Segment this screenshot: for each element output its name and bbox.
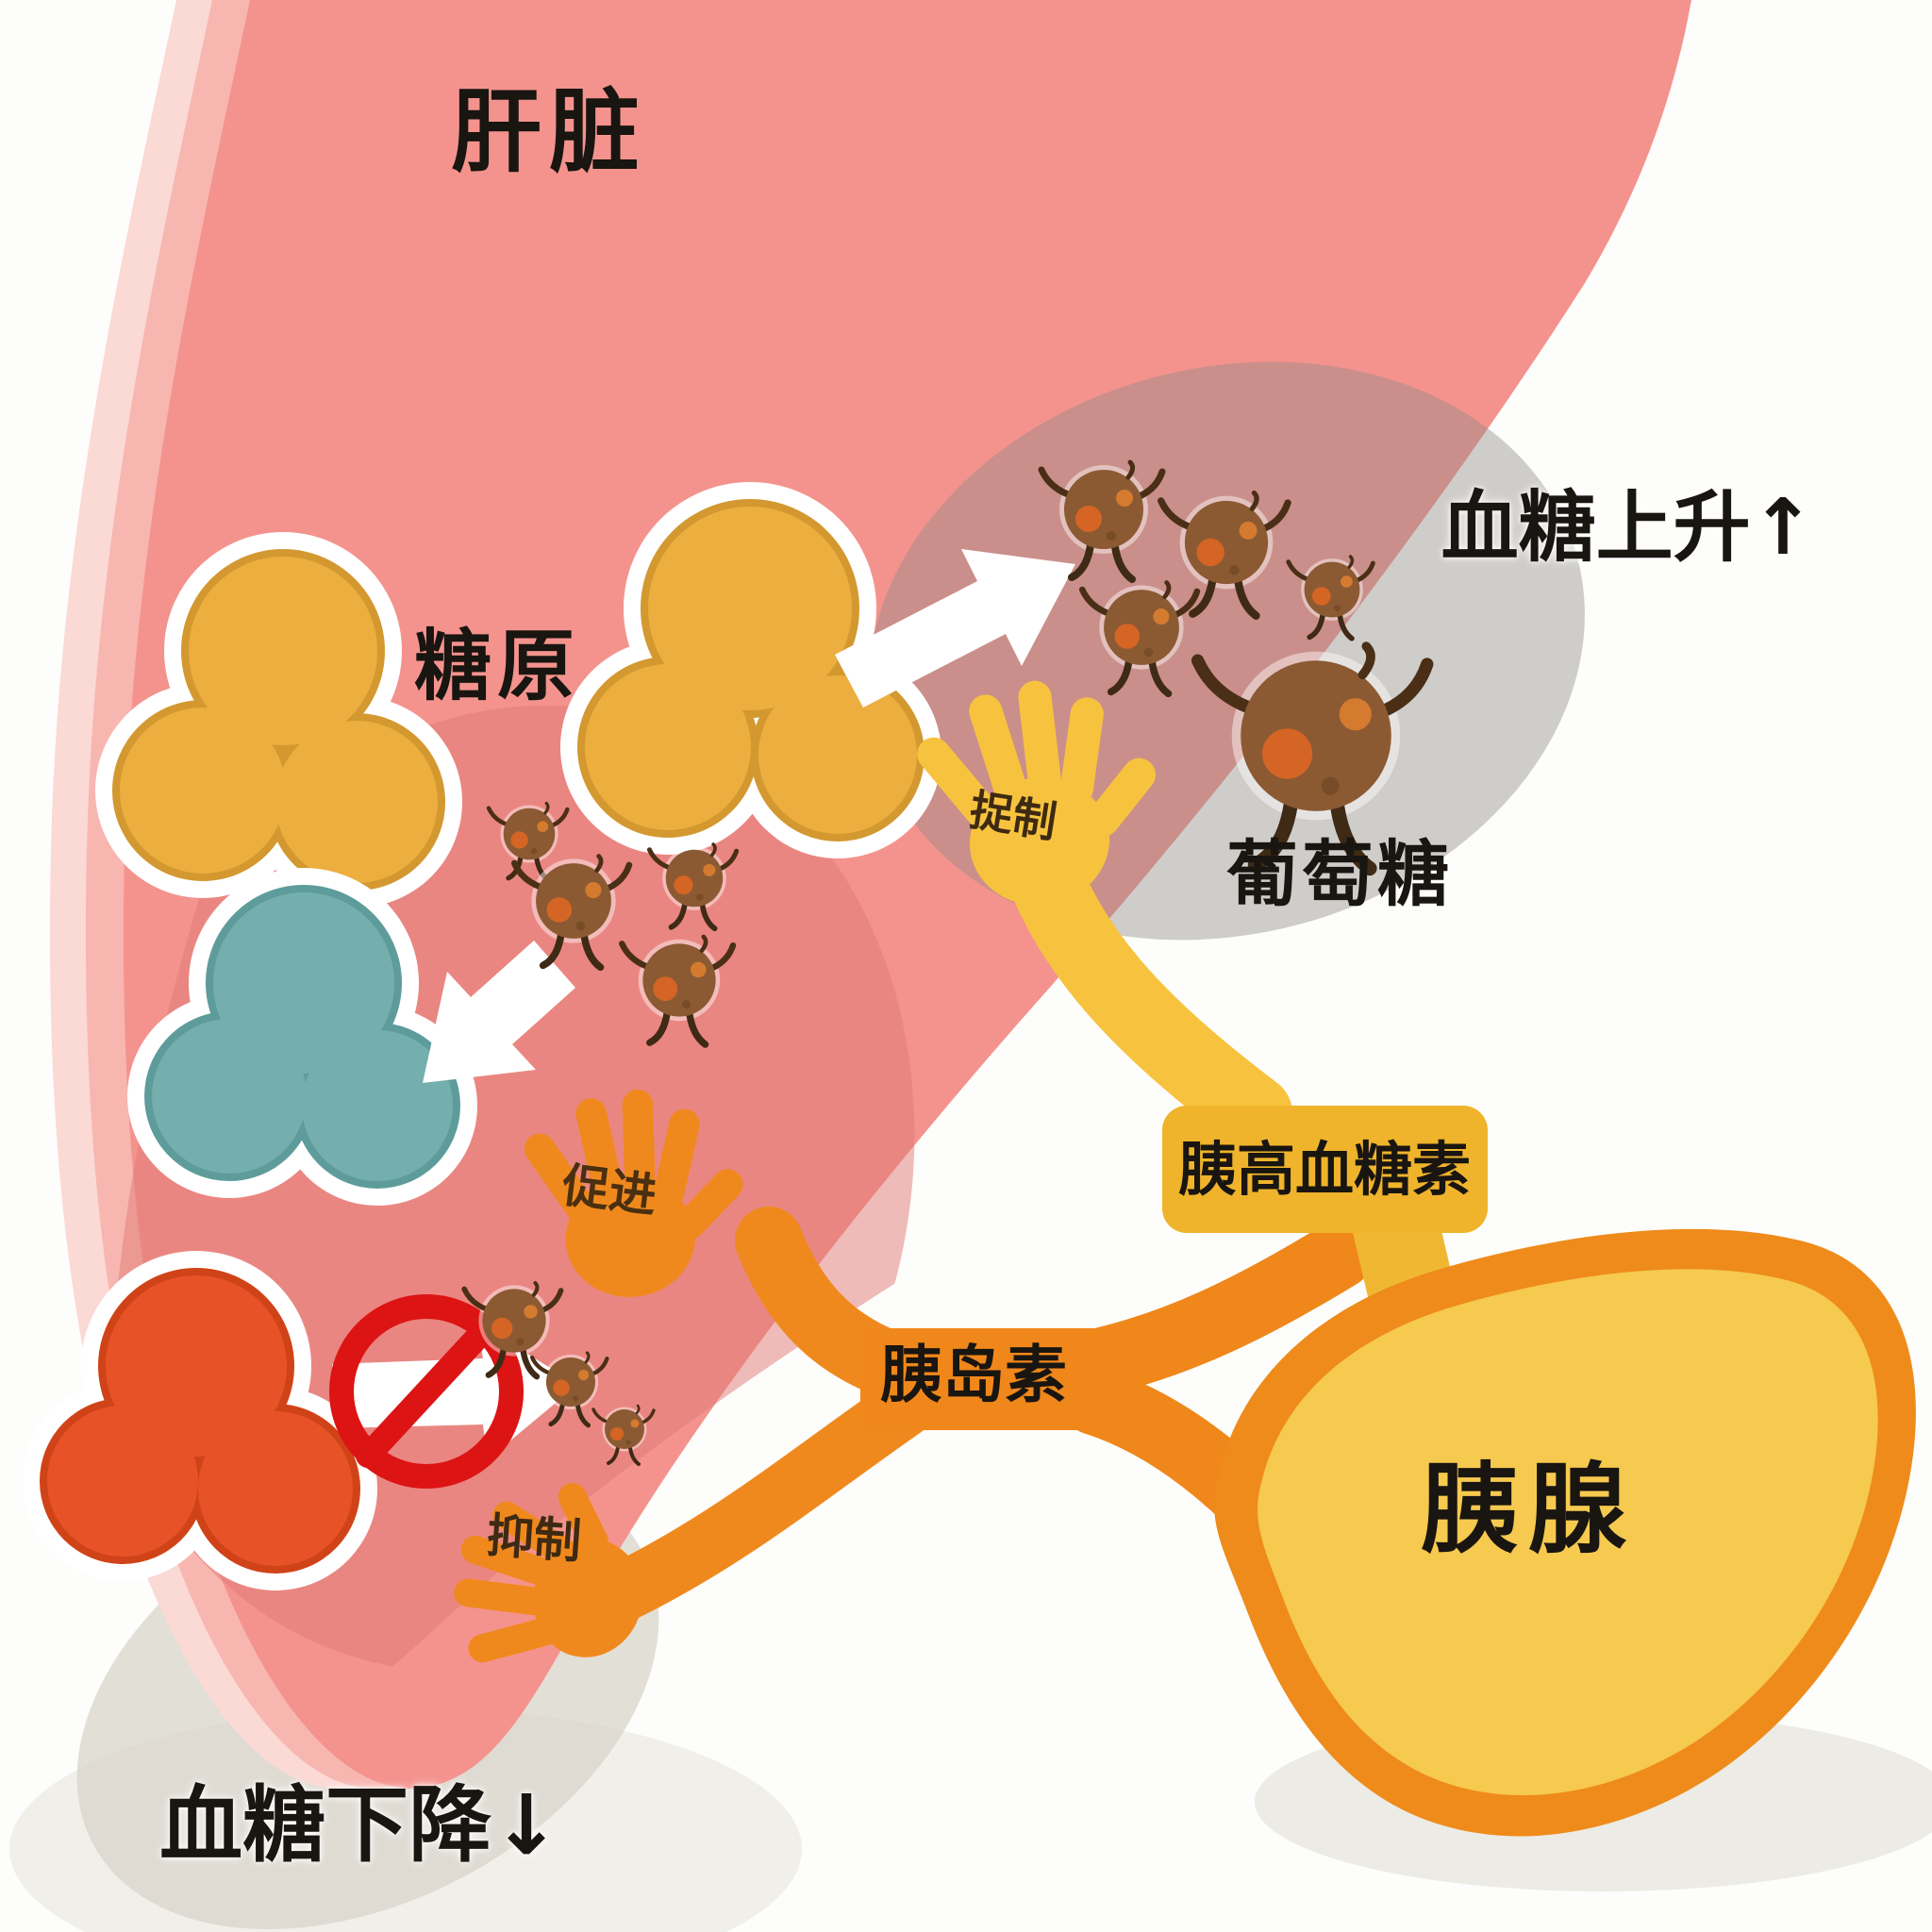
promote-label: 促进 [558,1158,660,1224]
inhibit-label: 抑制 [485,1507,583,1570]
depleted-blob-red [23,1251,377,1591]
pancreas-label: 胰腺 [1420,1452,1637,1567]
glucagon-label: 胰高血糖素 [1177,1135,1472,1204]
glycogen-blob-left [95,532,462,908]
converted-blob-blue [127,868,477,1206]
glucose-label: 葡萄糖 [1226,832,1453,916]
pancreas-fill [1257,1269,1878,1796]
blood-sugar-fall-label: 血糖下降↓ [159,1776,561,1874]
glycogen-label: 糖原 [413,622,581,711]
arrow-glycogen-to-blood [835,549,1075,708]
insulin-label: 胰岛素 [880,1339,1067,1411]
arrow-glucose-to-glycogen [423,941,575,1083]
glycogen-blob-middle [560,482,941,858]
glucagon-label-box [1162,1106,1488,1233]
pancreas-organ [1214,1228,1916,1837]
liver-label: 肝脏 [451,79,647,185]
prohibition-icon [329,1294,524,1489]
blood-sugar-rise-label: 血糖上升↑ [1441,483,1816,573]
insulin-fork-upper [1060,1221,1374,1397]
insulin-arm-inhibit [588,1377,934,1624]
restrain-label: 捉制 [966,784,1060,848]
